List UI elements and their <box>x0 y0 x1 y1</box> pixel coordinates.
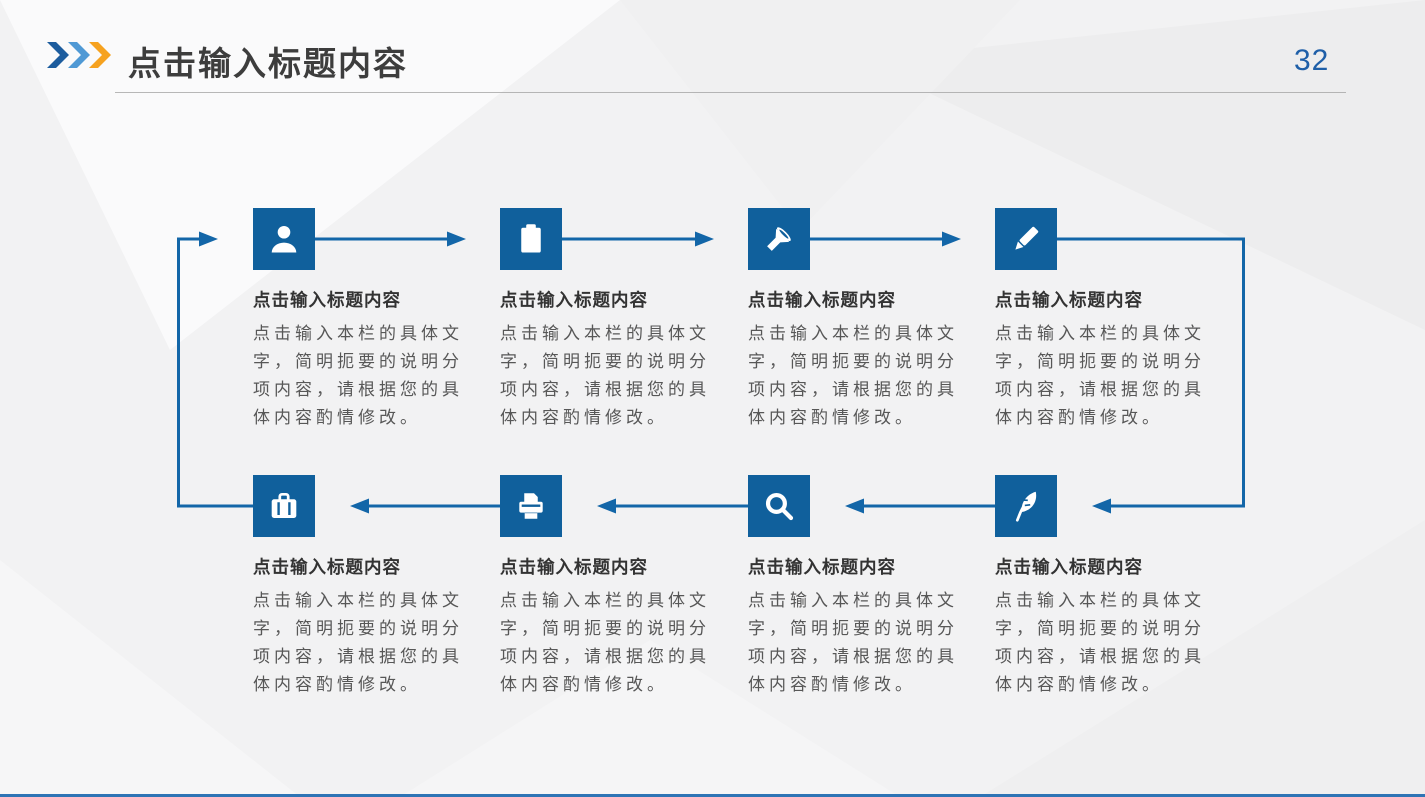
step-body: 点击输入本栏的具体文 字，简明扼要的说明分 项内容，请根据您的具 体内容酌情修改… <box>748 591 958 694</box>
step-body: 点击输入本栏的具体文 字，简明扼要的说明分 项内容，请根据您的具 体内容酌情修改… <box>500 591 710 694</box>
step-body: 点击输入本栏的具体文 字，简明扼要的说明分 项内容，请根据您的具 体内容酌情修改… <box>748 324 958 427</box>
step-icon-tile <box>748 475 810 537</box>
process-step-7: 点击输入标题内容 点击输入本栏的具体文 字，简明扼要的说明分 项内容，请根据您的… <box>748 475 986 699</box>
slide-title: 点击输入标题内容 <box>128 45 408 82</box>
step-title: 点击输入标题内容 <box>748 290 896 310</box>
step-icon-tile <box>500 208 562 270</box>
title-underline <box>115 92 1346 93</box>
step-icon-tile <box>253 208 315 270</box>
step-body: 点击输入本栏的具体文 字，简明扼要的说明分 项内容，请根据您的具 体内容酌情修改… <box>253 591 463 694</box>
step-icon-tile <box>500 475 562 537</box>
step-title: 点击输入标题内容 <box>995 290 1143 310</box>
search-icon <box>765 492 794 521</box>
printer-icon <box>519 493 543 519</box>
process-step-1: 点击输入标题内容 点击输入本栏的具体文 字，简明扼要的说明分 项内容，请根据您的… <box>253 208 491 432</box>
bottom-accent-bar <box>0 794 1425 797</box>
process-step-3: 点击输入标题内容 点击输入本栏的具体文 字，简明扼要的说明分 项内容，请根据您的… <box>748 208 986 432</box>
step-title: 点击输入标题内容 <box>995 557 1143 577</box>
process-step-8: 点击输入标题内容 点击输入本栏的具体文 字，简明扼要的说明分 项内容，请根据您的… <box>995 475 1233 699</box>
step-body: 点击输入本栏的具体文 字，简明扼要的说明分 项内容，请根据您的具 体内容酌情修改… <box>500 324 710 427</box>
step-title: 点击输入标题内容 <box>748 557 896 577</box>
process-step-5: 点击输入标题内容 点击输入本栏的具体文 字，简明扼要的说明分 项内容，请根据您的… <box>253 475 491 699</box>
step-body: 点击输入本栏的具体文 字，简明扼要的说明分 项内容，请根据您的具 体内容酌情修改… <box>995 591 1205 694</box>
step-title: 点击输入标题内容 <box>253 290 401 310</box>
clipboard-icon <box>521 224 541 253</box>
process-step-6: 点击输入标题内容 点击输入本栏的具体文 字，简明扼要的说明分 项内容，请根据您的… <box>500 475 738 699</box>
step-title: 点击输入标题内容 <box>253 557 401 577</box>
user-icon <box>271 225 297 253</box>
step-body: 点击输入本栏的具体文 字，简明扼要的说明分 项内容，请根据您的具 体内容酌情修改… <box>253 324 463 427</box>
step-icon-tile <box>748 208 810 270</box>
feather-icon <box>1015 491 1037 522</box>
step-icon-tile <box>253 475 315 537</box>
flashlight-icon <box>767 227 791 251</box>
pencil-icon <box>1015 226 1039 250</box>
title-chevrons-icon <box>47 42 111 68</box>
step-body: 点击输入本栏的具体文 字，简明扼要的说明分 项内容，请根据您的具 体内容酌情修改… <box>995 324 1205 427</box>
step-icon-tile <box>995 475 1057 537</box>
process-step-2: 点击输入标题内容 点击输入本栏的具体文 字，简明扼要的说明分 项内容，请根据您的… <box>500 208 738 432</box>
step-title: 点击输入标题内容 <box>500 290 648 310</box>
step-icon-tile <box>995 208 1057 270</box>
briefcase-icon <box>271 492 297 518</box>
step-title: 点击输入标题内容 <box>500 557 648 577</box>
page-number: 32 <box>1294 44 1330 77</box>
process-step-4: 点击输入标题内容 点击输入本栏的具体文 字，简明扼要的说明分 项内容，请根据您的… <box>995 208 1233 432</box>
